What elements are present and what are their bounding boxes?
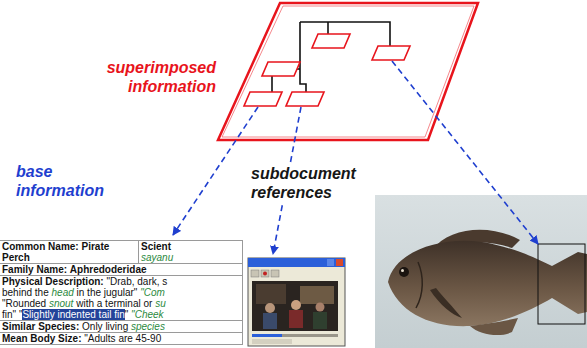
table-text: Mean Body Size:: [2, 333, 81, 344]
table-text: sayanu: [141, 252, 173, 263]
table-cell: Similar Species:Only livingspecies: [0, 321, 242, 332]
table-text: Aphredoderidae: [70, 264, 147, 275]
table-text: ": [125, 309, 129, 320]
table-text: in the jugular": [77, 287, 138, 298]
table-text: Scient: [141, 241, 171, 252]
text-line: Physical Description:"Drab, dark, s: [2, 276, 240, 287]
tree-lines: [272, 22, 390, 92]
table-row: Physical Description:"Drab, dark, sbehin…: [0, 276, 242, 321]
structure-boxes: [244, 34, 410, 106]
table-cell: Physical Description:"Drab, dark, sbehin…: [0, 276, 242, 320]
text-line: "Roundedsnoutwith a terminal orsu: [2, 298, 240, 309]
table-text: "Adults are 45-90: [84, 333, 161, 344]
table-text: su: [155, 298, 166, 309]
section-heading: subdocument references: [249, 164, 365, 202]
text-line: Family Name:Aphredoderidae: [2, 264, 240, 275]
table-text: Common Name:: [2, 241, 79, 252]
table-cell: Family Name:Aphredoderidae: [0, 264, 242, 275]
table-text: species: [131, 321, 165, 332]
table-text: Similar Species:: [2, 321, 79, 332]
text-line: fin" "Slightly indented tail fin""Cheek: [2, 309, 240, 320]
text-line: Mean Body Size:"Adults are 45-90: [2, 333, 240, 344]
text-line: sayanu: [141, 252, 240, 263]
section-heading: superimposed information: [96, 58, 218, 96]
table-row: Common Name:Pirate PerchScientsayanu: [0, 241, 242, 264]
table-text: Physical Description:: [2, 276, 104, 287]
table-cell: Mean Body Size:"Adults are 45-90: [0, 333, 242, 344]
text-line: Scient: [141, 241, 240, 252]
table-row: Family Name:Aphredoderidae: [0, 264, 242, 276]
table-row: Mean Body Size:"Adults are 45-90: [0, 333, 242, 345]
table-text: with a terminal or: [76, 298, 152, 309]
text-line: Common Name:Pirate Perch: [2, 241, 136, 263]
base-document: Common Name:Pirate PerchScientsayanuFami…: [0, 240, 243, 345]
table-text: Family Name:: [2, 264, 67, 275]
table-text: snout: [49, 298, 73, 309]
table-text: fin" ": [2, 309, 22, 320]
table-cell: Common Name:Pirate Perch: [0, 241, 138, 263]
video-player: [248, 258, 345, 346]
table-text: "Cheek: [131, 309, 163, 320]
table-text: "Rounded: [2, 298, 46, 309]
fish-photo: [375, 195, 587, 348]
table-row: Similar Species:Only livingspecies: [0, 321, 242, 333]
text-line: behind theheadin the jugular""Com: [2, 287, 240, 298]
highlighted-text: Slightly indented tail fin: [22, 309, 124, 320]
table-text: "Drab, dark, s: [107, 276, 168, 287]
reference-arrows: [173, 61, 538, 254]
table-text: behind the: [2, 287, 49, 298]
table-text: "Com: [140, 287, 165, 298]
table-text: Only living: [82, 321, 128, 332]
section-heading: base information: [14, 162, 134, 200]
table-cell: Scientsayanu: [138, 241, 242, 263]
table-text: head: [52, 287, 74, 298]
text-line: Similar Species:Only livingspecies: [2, 321, 240, 332]
